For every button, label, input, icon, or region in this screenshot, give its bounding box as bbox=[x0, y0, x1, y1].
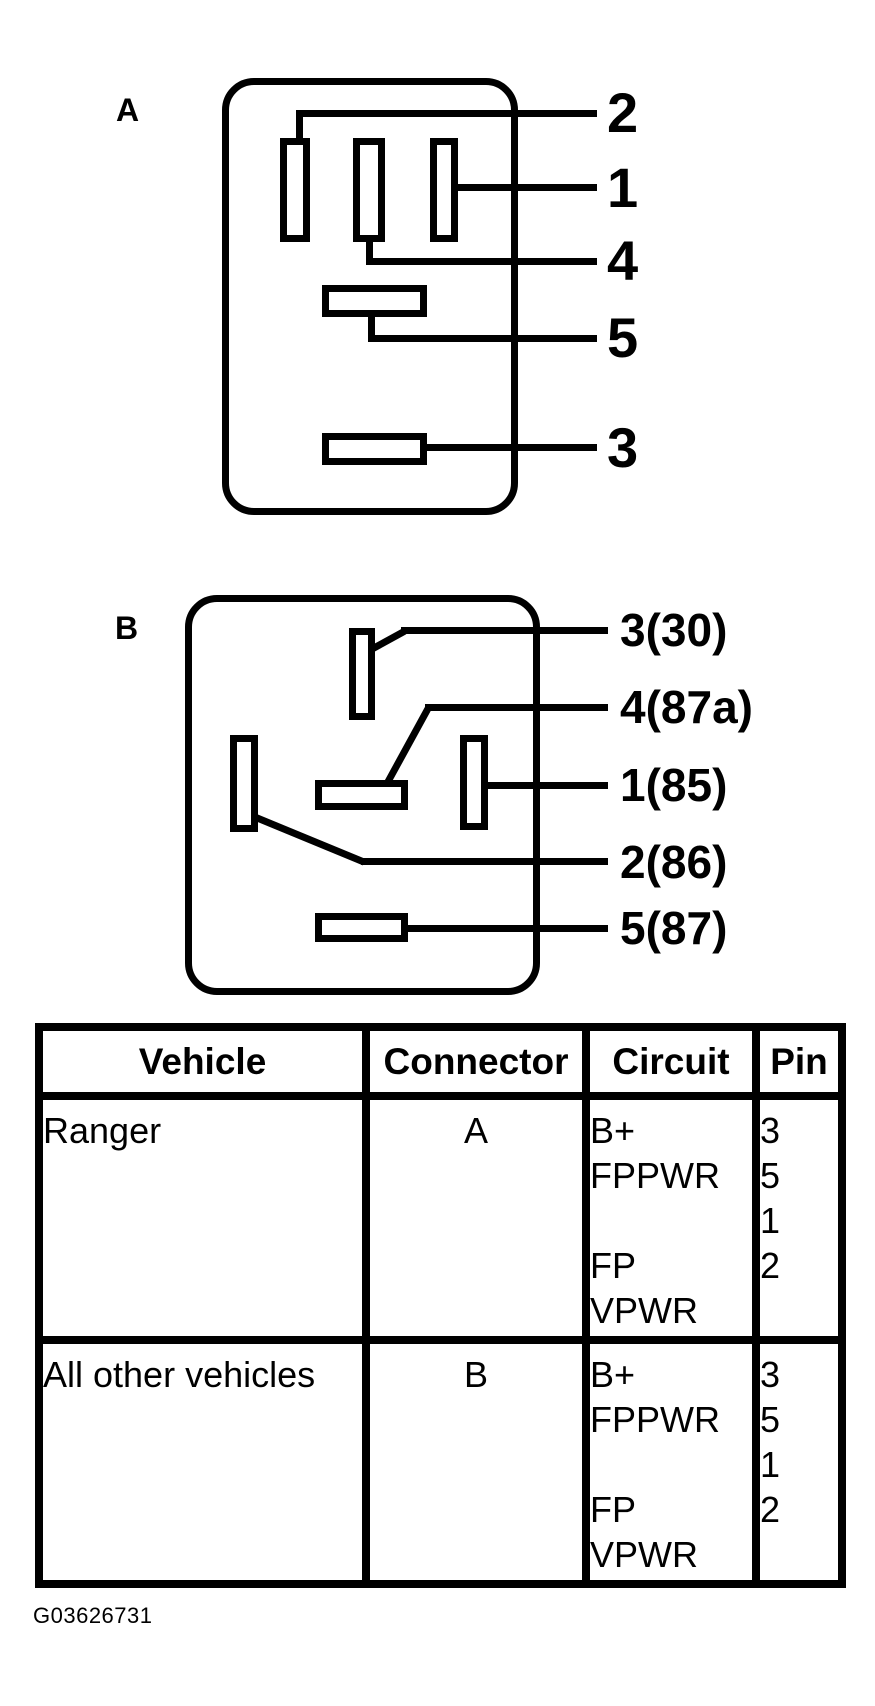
connector-cell: A bbox=[362, 1092, 590, 1344]
table-header-row: Vehicle Connector Circuit Pin bbox=[35, 1023, 846, 1100]
leader-line-a4 bbox=[366, 258, 597, 265]
leader-line-a5 bbox=[368, 335, 597, 342]
pin-blade-b2 bbox=[230, 735, 258, 832]
leader-line-a1 bbox=[458, 184, 597, 191]
pin-label-b-1-85: 1(85) bbox=[620, 759, 728, 811]
pin-blade-a4 bbox=[353, 138, 385, 242]
leader-line-a3 bbox=[427, 444, 597, 451]
pin-blade-b3 bbox=[349, 628, 375, 720]
vehicle-cell: All other vehicles bbox=[35, 1336, 370, 1588]
leader-line-b1 bbox=[488, 782, 608, 789]
pin-blade-a5 bbox=[322, 285, 427, 317]
leader-line-b4 bbox=[425, 704, 608, 711]
leader-line-b2 bbox=[361, 858, 608, 865]
pin-label-b-4-87a: 4(87a) bbox=[620, 681, 753, 733]
leader-line-a2 bbox=[296, 110, 597, 117]
figure-id-caption: G03626731 bbox=[33, 1603, 153, 1628]
leader-line-b3 bbox=[401, 627, 608, 634]
pin-label-b-2-86: 2(86) bbox=[620, 836, 728, 888]
pin-blade-b1 bbox=[460, 735, 488, 830]
pin-blade-a1 bbox=[430, 138, 458, 242]
pin-label-a-4: 4 bbox=[607, 229, 639, 292]
pin-blade-a2 bbox=[280, 138, 310, 242]
leader-line-a5-stub bbox=[368, 315, 375, 342]
connector-a-label: A bbox=[116, 92, 140, 128]
pin-label-a-5: 5 bbox=[607, 306, 639, 369]
connector-cell: B bbox=[362, 1336, 590, 1588]
pin-blade-b4 bbox=[315, 780, 408, 810]
connector-b-label: B bbox=[115, 610, 139, 646]
vehicle-connector-table: Vehicle Connector Circuit Pin Ranger A B… bbox=[35, 1023, 846, 1588]
pin-label-b-5-87: 5(87) bbox=[620, 902, 728, 954]
pin-blade-a3 bbox=[322, 433, 427, 465]
leader-line-b5 bbox=[408, 925, 608, 932]
col-header-vehicle: Vehicle bbox=[35, 1023, 370, 1100]
pin-label-a-2: 2 bbox=[607, 81, 639, 144]
pin-blade-b5 bbox=[315, 913, 408, 942]
col-header-connector: Connector bbox=[362, 1023, 590, 1100]
col-header-pin: Pin bbox=[752, 1023, 846, 1100]
pin-label-a-3: 3 bbox=[607, 416, 639, 479]
pin-label-b-3-30: 3(30) bbox=[620, 604, 728, 656]
vehicle-cell: Ranger bbox=[35, 1092, 370, 1344]
leader-line-a2-stub bbox=[296, 110, 303, 142]
col-header-circuit: Circuit bbox=[582, 1023, 760, 1100]
pin-label-a-1: 1 bbox=[607, 156, 639, 219]
leader-line-a4-stub bbox=[366, 240, 373, 265]
